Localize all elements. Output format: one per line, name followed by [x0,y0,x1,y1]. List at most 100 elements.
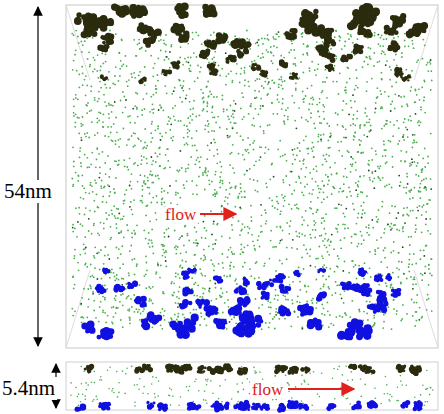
particle [240,187,242,189]
particle [192,193,194,195]
particle [194,163,196,165]
particle [310,208,312,210]
particle [103,222,105,224]
particle [355,162,357,164]
particle [149,174,151,176]
particle [363,278,365,280]
particle [254,60,256,62]
particle [430,233,432,235]
particle [81,51,83,53]
particle [383,38,385,40]
particle [404,222,406,224]
particle [265,223,267,225]
particle [87,102,89,104]
particle [283,205,285,207]
particle [272,113,274,115]
particle [203,101,205,103]
particle [386,123,388,125]
particle [95,182,97,184]
particle [389,141,391,143]
particle [83,288,85,290]
particle [78,42,80,44]
particle [293,49,295,51]
particle [86,85,88,87]
particle [121,65,123,67]
particle [102,151,104,153]
particle [408,271,410,273]
particle [121,39,123,41]
particle [194,81,196,83]
particle [152,75,154,77]
particle [408,236,410,238]
particle [216,162,218,164]
particle [150,55,152,57]
particle [295,89,297,91]
particle [389,226,391,228]
particle [163,43,165,45]
particle [366,136,368,138]
particle [115,66,117,68]
particle [410,189,412,191]
particle [213,56,215,58]
particle [190,65,192,67]
particle [107,155,109,157]
particle [278,318,280,320]
particle [326,196,328,198]
particle [379,90,381,92]
particle [192,38,194,40]
particle [302,98,304,100]
particle [182,90,184,92]
particle [211,234,213,236]
particle [231,224,233,226]
particle [115,223,117,225]
particle [86,132,88,134]
particle [84,214,86,216]
particle [273,176,275,178]
particle [352,42,354,44]
particle [391,101,393,103]
particle [178,313,180,315]
particle [347,33,349,35]
particle [138,39,140,41]
particle [240,249,242,251]
particle [123,200,125,202]
particle [164,59,166,61]
particle [424,272,426,274]
particle [185,171,187,173]
particle [282,179,284,181]
particle [160,324,162,326]
particle [239,234,241,236]
particle [196,295,198,297]
particle [85,247,87,249]
particle [114,160,116,162]
particle [74,255,76,257]
particle [315,222,317,224]
particle [79,147,81,149]
particle [192,113,194,115]
particle [83,243,85,245]
particle [340,293,342,295]
particle [122,218,124,220]
particle [73,115,75,117]
particle [394,108,396,110]
particle [423,255,425,257]
particle [235,185,237,187]
particle [213,139,215,141]
particle [333,324,335,326]
particle [331,174,333,176]
particle [123,278,125,280]
particle [120,60,122,62]
particle [184,317,186,319]
particle [416,206,418,208]
particle [190,312,192,314]
particle [236,283,238,285]
particle [252,240,254,242]
particle [160,50,162,52]
particle [357,246,359,248]
particle [233,266,235,268]
particle [195,264,197,266]
particle [134,105,136,107]
particle [329,244,331,246]
particle [335,58,337,60]
particle [207,81,209,83]
